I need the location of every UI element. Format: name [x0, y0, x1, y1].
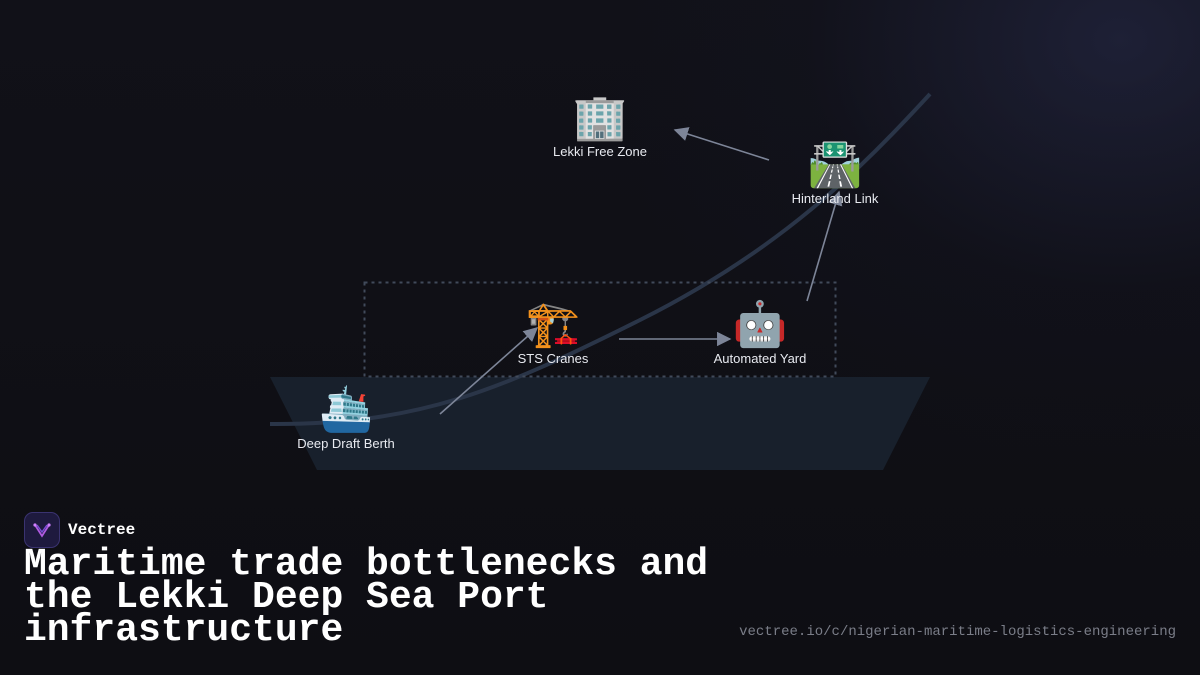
ship-icon: 🛳️	[318, 384, 374, 435]
node-sts-cranes: 🏗️ STS Cranes	[517, 299, 589, 367]
node-deep-draft-berth: 🛳️ Deep Draft Berth	[297, 384, 395, 452]
edge-yard-to-hinterland	[806, 190, 843, 302]
vectree-logo-icon	[24, 512, 60, 548]
edge-hinterland-to-freezone	[673, 127, 770, 161]
robot-icon: 🤖	[732, 299, 788, 350]
source-url: vectree.io/c/nigerian-maritime-logistics…	[739, 624, 1176, 640]
node-label: Lekki Free Zone	[553, 144, 647, 159]
brand-name: Vectree	[68, 521, 136, 539]
terminal-boundary	[363, 281, 837, 378]
node-label: Deep Draft Berth	[297, 436, 395, 451]
node-automated-yard: 🤖 Automated Yard	[713, 299, 807, 367]
office-building-icon: 🏢	[572, 92, 628, 143]
motorway-icon: 🛣️	[807, 139, 863, 190]
node-label: Automated Yard	[713, 351, 807, 366]
node-lekki-free-zone: 🏢 Lekki Free Zone	[553, 92, 647, 160]
node-label: Hinterland Link	[791, 191, 879, 206]
crane-icon: 🏗️	[525, 299, 581, 350]
port-platform	[270, 377, 930, 470]
node-hinterland-link: 🛣️ Hinterland Link	[791, 139, 879, 207]
brand: Vectree	[24, 512, 135, 548]
coastline-curve	[269, 92, 932, 427]
page-title: Maritime trade bottlenecks and the Lekki…	[24, 543, 709, 652]
node-label: STS Cranes	[517, 351, 589, 366]
edge-berth-to-cranes	[439, 327, 539, 415]
